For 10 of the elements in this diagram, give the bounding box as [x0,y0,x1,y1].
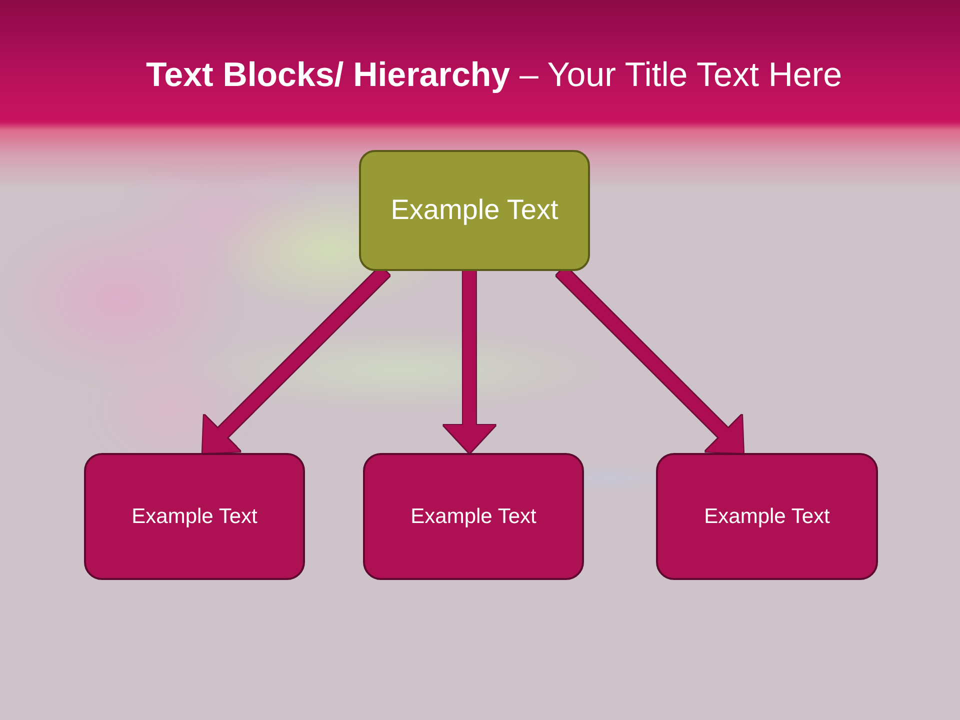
box-text: Example Text [132,504,258,530]
rounded-box [363,453,584,580]
rounded-box [84,453,305,580]
box-text: Example Text [410,504,536,530]
rounded-box [656,453,878,580]
box-text: Example Text [704,504,830,530]
slide-title: Text Blocks/ Hierarchy – Your Title Text Here [146,55,842,96]
rounded-box [359,150,590,271]
block-arrow [444,271,496,453]
box-text: Example Text [390,192,558,226]
